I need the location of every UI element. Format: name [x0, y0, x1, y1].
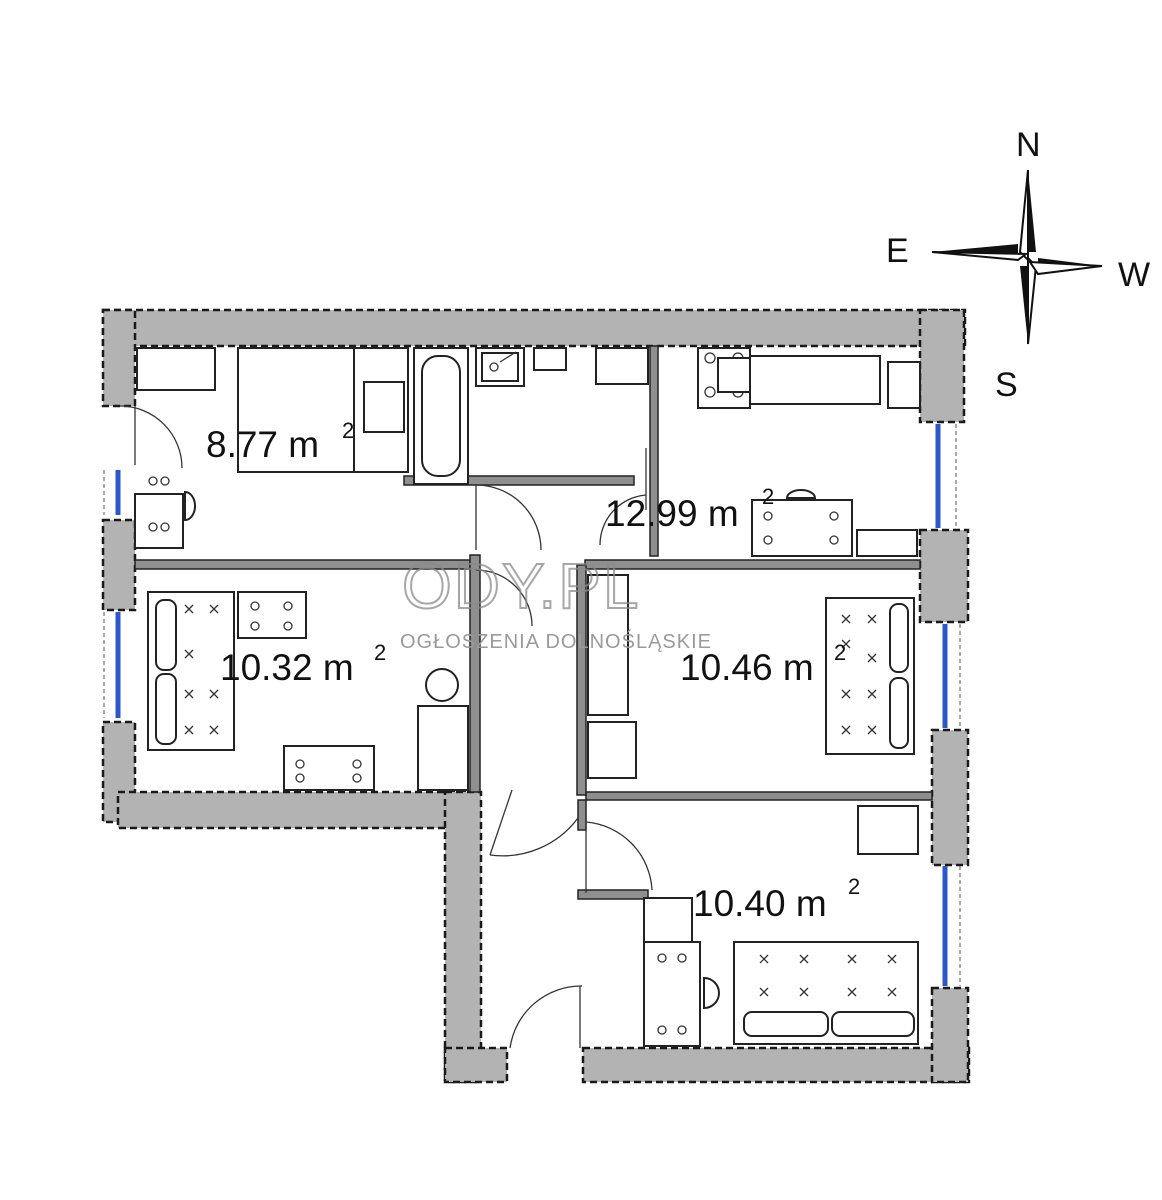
- compass-north: N: [1016, 126, 1041, 164]
- watermark-title: ODY.PL: [402, 550, 641, 622]
- cushion-marks-2: [841, 614, 877, 735]
- room-area-b: 12.99 m: [605, 493, 739, 534]
- area-labels: 8.77 m 2 12.99 m 2 10.32 m 2 10.46 m 2 1…: [206, 418, 860, 924]
- compass-east: E: [886, 232, 909, 270]
- cushion-marks: [184, 604, 219, 735]
- compass-south: S: [995, 366, 1018, 404]
- room-area-e: 10.40 m: [693, 883, 827, 924]
- room-area-b-exp: 2: [762, 484, 774, 509]
- watermark: ODY.PL OGŁOSZENIA DOLNOŚLĄSKIE: [400, 549, 712, 653]
- room-area-c: 10.32 m: [220, 647, 354, 688]
- interior-walls: [134, 345, 933, 900]
- compass-star-icon: [931, 169, 1103, 345]
- room-area-d-exp: 2: [834, 640, 846, 665]
- doors: [119, 405, 653, 1049]
- watermark-subtitle: OGŁOSZENIA DOLNOŚLĄSKIE: [400, 629, 712, 653]
- room-area-e-exp: 2: [848, 874, 860, 899]
- compass-west: W: [1118, 256, 1150, 294]
- room-area-c-exp: 2: [374, 640, 386, 665]
- outer-walls: [101, 308, 971, 1084]
- furniture: [134, 347, 921, 1047]
- cushion-marks-3: [759, 954, 897, 997]
- compass-rose: N S E W: [886, 126, 1150, 404]
- room-area-d: 10.46 m: [680, 647, 814, 688]
- room-area-a: 8.77 m: [206, 424, 319, 465]
- room-area-a-exp: 2: [342, 418, 354, 443]
- windows: [103, 424, 961, 986]
